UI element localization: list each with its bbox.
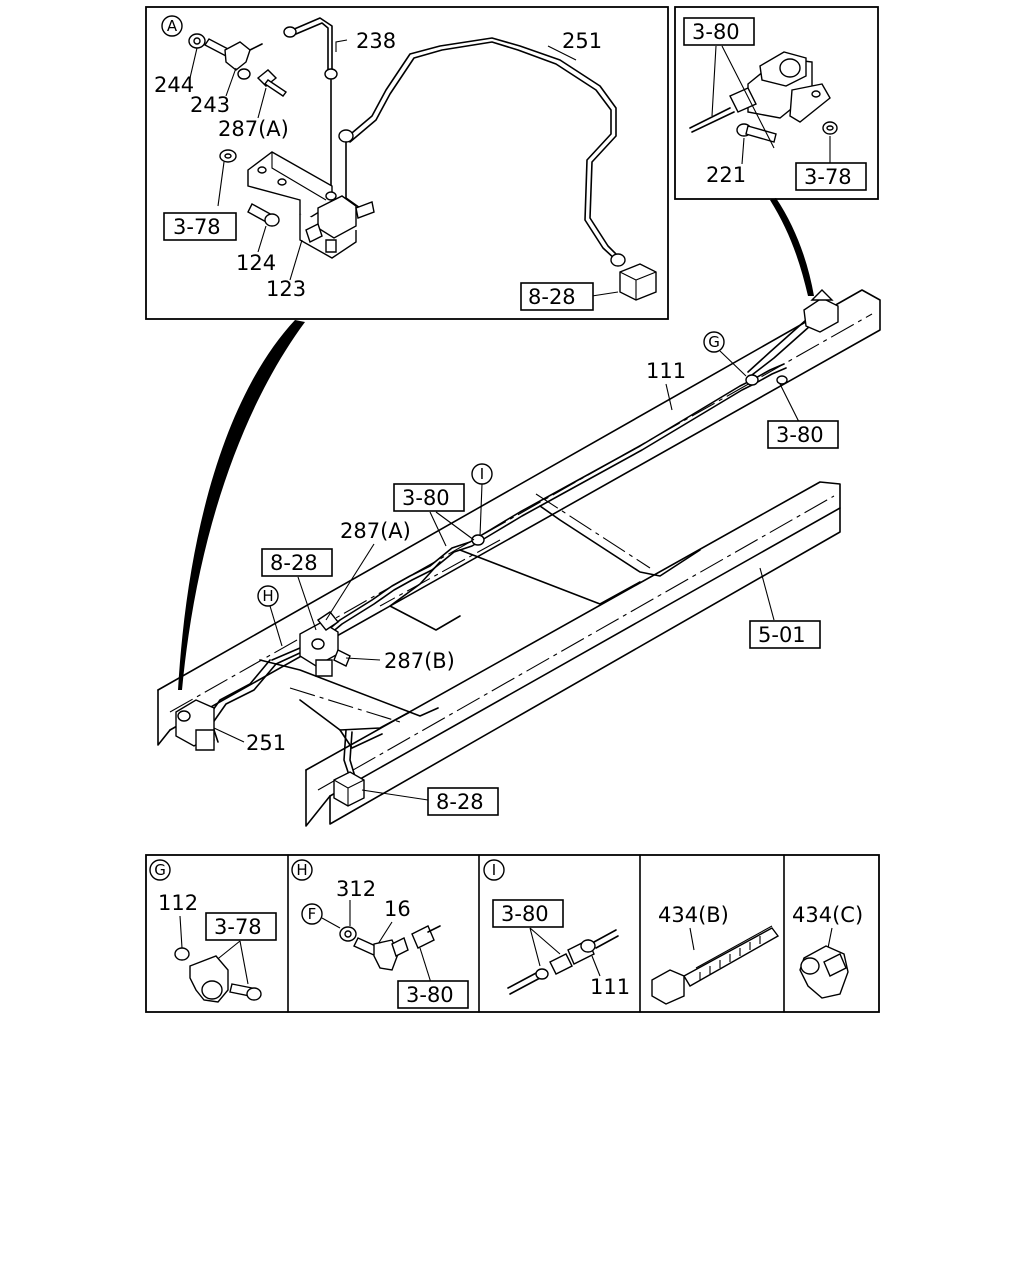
clamp-icon [189,955,229,1003]
pipe-111 [271,363,787,665]
ref-box-i-3-80 [492,899,564,928]
ref-box-3-80-right [767,420,839,449]
ref-box-g-3-78 [205,912,277,941]
label-251-main: 251 [246,731,286,755]
pipe-111-fitting-icon [507,929,619,995]
bottom-panels [145,854,880,1013]
label-287b: 287(B) [384,649,455,673]
rear-clip-251-icon [175,699,215,751]
bracket-123-icon [247,151,357,259]
ref-5-01-label: 5-01 [758,623,806,647]
bolt-124-icon [247,203,280,227]
connector-287a-main-icon [316,611,340,631]
label-i-111: 111 [590,975,630,999]
ref-h-3-80-label: 3-80 [406,983,454,1007]
cable-tie-434b-icon [651,925,780,1005]
panel-g: G 112 3-78 [149,859,277,1003]
marker-h-label: H [262,587,273,605]
ref-box-h-3-80 [397,980,469,1009]
elbow-16-icon [353,937,409,971]
ref-g-3-78-label: 3-78 [214,915,262,939]
marker-h-icon [257,585,279,607]
ref-3-80-label: 3-80 [692,20,740,44]
panel-g-marker: G [154,861,166,879]
panel-clip-434c: 434(C) [792,903,863,999]
ref-i-3-80-label: 3-80 [501,902,549,926]
detail-a-panel: A [145,6,669,320]
panel-i: I 3-80 111 [483,859,630,999]
detail-a-pointer [178,320,305,690]
connector-four-way-icon [305,191,375,253]
label-251: 251 [562,29,602,53]
pipe-251-main [205,659,271,741]
ref-box-8-28-left [261,548,333,577]
ref-3-78-right-label: 3-78 [804,165,852,189]
ref-box-8-28 [520,282,594,311]
label-112: 112 [158,891,198,915]
marker-a-label: A [167,17,178,35]
junction-287b-icon [299,621,351,677]
label-243: 243 [190,93,230,117]
label-312: 312 [336,877,376,901]
label-123: 123 [266,277,306,301]
nut-244-icon [188,33,206,49]
ref-3-80-center-label: 3-80 [402,486,450,510]
ref-8-28-label: 8-28 [528,285,576,309]
pipe-238 [291,17,333,71]
nut-112-icon [174,947,190,961]
detail-right-pointer [770,198,814,296]
fitting-h-icon [411,925,441,949]
nut-312-icon [339,926,357,942]
ref-box-3-80-center [393,483,465,512]
clip-434c-icon [799,945,849,999]
panel-h: H 312 16 F 3-80 [291,859,469,1009]
pipe-251 [345,37,621,259]
washer-icon [219,149,237,163]
ref-3-78-label: 3-78 [173,215,221,239]
ref-8-28-left-label: 8-28 [270,551,318,575]
clip-i-icon [471,534,485,546]
label-287a: 287(A) [218,117,289,141]
pipe-rear-drop [343,729,351,779]
label-244: 244 [154,73,194,97]
ref-box-3-78 [163,212,237,241]
label-16: 16 [384,897,411,921]
tee-243-icon [203,38,263,80]
label-287a-main: 287(A) [340,519,411,543]
flare-nut-icon [283,26,297,38]
marker-g-icon [703,331,725,353]
valve-assembly-icon [689,51,831,133]
ref-box-5-01 [749,620,821,649]
detail-top-right-panel: 3-80 221 3-78 [674,6,879,200]
label-111: 111 [646,359,686,383]
marker-g-label: G [708,333,720,351]
clip-block-icon [619,263,657,301]
label-434c: 434(C) [792,903,863,927]
chassis-frame [157,289,881,827]
panel-h-sub-marker: F [308,905,317,923]
marker-a-icon [161,15,183,37]
bolt-g-icon [229,983,262,1001]
panel-clip-434b: 434(B) [651,903,780,1005]
panel-h-marker: H [296,861,307,879]
ref-box-8-28-bottom [427,787,499,816]
ref-3-80-right-label: 3-80 [776,423,824,447]
connector-287a-icon [256,69,288,97]
front-valve-icon [803,289,839,333]
marker-i-label: I [480,465,484,483]
label-221: 221 [706,163,746,187]
ref-8-28-bottom-label: 8-28 [436,790,484,814]
valve-g-icon [745,374,788,386]
bracket-8-28-bottom-icon [333,771,365,807]
label-238: 238 [356,29,396,53]
nut-icon [822,121,838,135]
label-124: 124 [236,251,276,275]
panel-i-marker: I [492,861,496,879]
ref-box-3-78-right [795,162,867,191]
ref-box-3-80 [683,17,755,46]
label-434b: 434(B) [658,903,729,927]
